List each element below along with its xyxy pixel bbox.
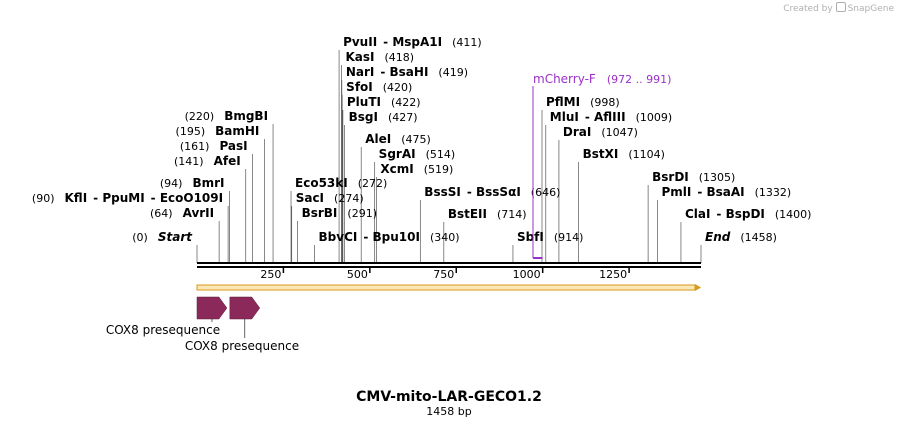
backbone: [197, 262, 701, 268]
site-label-pflmi: PflMI(998): [546, 95, 620, 109]
ruler-tick-label: 1250: [599, 268, 627, 281]
orf-arrowhead: [695, 284, 701, 291]
site-label-afei: (141)AfeI: [174, 154, 241, 168]
site-label-bsssi-bsss-i: BssSI- BssSαI(646): [424, 185, 560, 199]
site-label-kasi: KasI(418): [345, 50, 414, 64]
site-label-bamhi: (195)BamHI: [176, 124, 260, 138]
site-label-kfli-ppumi-ecoo109i: (90)KflI- PpuMI- EcoO109I: [32, 191, 223, 205]
orf-track: [196, 284, 701, 291]
site-label-saci: SacI(274): [296, 191, 364, 205]
site-label-pluti: PluTI(422): [347, 95, 421, 109]
site-label-bsteii: BstEII(714): [448, 207, 527, 221]
site-label-bstxi: BstXI(1104): [583, 147, 665, 161]
site-labels: (0)Start (64)AvrII(90)KflI- PpuMI- EcoO10…: [32, 35, 812, 244]
site-label-bsrbi: BsrBI(291): [302, 206, 377, 220]
site-label-eco53ki: Eco53kI(272): [295, 176, 387, 190]
site-label-bbvci-bpu10i: BbvCI- Bpu10I(340): [319, 230, 460, 244]
orf-bar: [196, 284, 696, 291]
credit-text: Created by: [783, 4, 833, 14]
primer-label: mCherry-F(972 .. 991): [533, 72, 671, 86]
site-label-bsrdi: BsrDI(1305): [652, 170, 735, 184]
credit-watermark: Created by SnapGene: [783, 2, 894, 14]
plasmid-name: CMV-mito-LAR-GECO1.2: [356, 389, 542, 405]
site-label-avrii: (64)AvrII: [150, 206, 214, 220]
site-label-bmri: (94)BmrI: [160, 176, 225, 190]
site-label-clai-bspdi: ClaI- BspDI(1400): [685, 207, 812, 221]
feature-label: COX8 presequence: [106, 323, 220, 337]
site-label-bsgi: BsgI(427): [349, 110, 418, 124]
site-label-end: End(1458): [705, 230, 777, 244]
snapgene-logo-icon: [835, 2, 846, 12]
site-label-pasi: (161)PasI: [180, 139, 248, 153]
site-label-nari-bsahi: NarI- BsaHI(419): [346, 65, 468, 79]
primer-track: mCherry-F(972 .. 991): [532, 72, 671, 259]
site-label-sfoi: SfoI(420): [346, 80, 412, 94]
site-label-pvuii-mspa1i: PvuII- MspA1I(411): [343, 35, 482, 49]
plasmid-length: 1458 bp: [426, 405, 471, 418]
ruler-tick-label: 500: [347, 268, 368, 281]
site-label-start: (0)Start: [132, 230, 193, 244]
ruler-ticks: 250 500 750 1000 1250: [260, 266, 630, 281]
site-label-pmli-bsaai: PmlI- BsaAI(1332): [661, 185, 791, 199]
site-label-bmgbi: (220)BmgBI: [185, 109, 268, 123]
site-label-drai: DraI(1047): [563, 125, 638, 139]
site-label-mlui-afliii: MluI- AflIII(1009): [550, 110, 672, 124]
feature-arrow: [229, 296, 261, 320]
feature-label: COX8 presequence: [185, 339, 299, 353]
site-label-sbfi: SbfI(914): [517, 230, 584, 244]
site-label-alei: AleI(475): [365, 132, 431, 146]
ruler-tick-label: 250: [260, 268, 281, 281]
site-label-sgrai: SgrAI(514): [379, 147, 456, 161]
ruler-tick-label: 1000: [513, 268, 541, 281]
feature-arrow: [196, 296, 228, 320]
credit-brand: SnapGene: [847, 4, 894, 14]
ruler-tick-label: 750: [433, 268, 454, 281]
site-label-xcmi: XcmI(519): [380, 162, 453, 176]
site-leader-lines: [196, 50, 702, 263]
